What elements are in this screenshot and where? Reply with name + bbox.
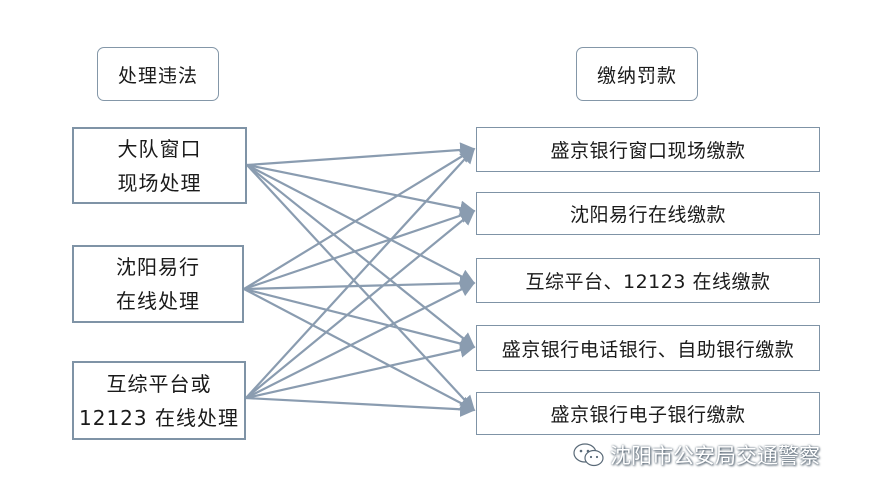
source-window-onsite: 大队窗口 现场处理 <box>72 127 247 204</box>
connector-arrow-2-3 <box>245 342 476 400</box>
connector-arrow-0-4 <box>246 164 476 412</box>
connector-arrow-1-0 <box>243 148 476 290</box>
connector-arrow-2-0 <box>245 147 476 399</box>
connector-arrow-1-3 <box>243 287 476 352</box>
connector-arrow-0-1 <box>246 163 476 216</box>
connector-arrow-0-0 <box>246 142 476 167</box>
target-e-banking: 盛京银行电子银行缴款 <box>476 392 820 435</box>
connector-arrow-1-2 <box>243 275 476 292</box>
source-line2: 在线处理 <box>116 289 200 313</box>
header-pay-fine: 缴纳罚款 <box>576 47 698 101</box>
header-left-label: 处理违法 <box>117 64 198 87</box>
target-bank-window: 盛京银行窗口现场缴款 <box>476 127 820 172</box>
connector-arrow-0-2 <box>246 164 476 284</box>
source-line1: 互综平台或 <box>106 371 212 396</box>
target-label: 盛京银行窗口现场缴款 <box>550 140 746 162</box>
source-line2: 12123 在线处理 <box>79 405 239 430</box>
header-right-label: 缴纳罚款 <box>596 64 677 87</box>
target-label: 沈阳易行在线缴款 <box>569 204 726 226</box>
connector-arrow-2-4 <box>245 396 476 417</box>
watermark-text: 沈阳市公安局交通警察 <box>610 444 820 468</box>
source-line1: 沈阳易行 <box>116 255 200 279</box>
source-line1: 大队窗口 <box>117 136 202 161</box>
connector-arrow-2-2 <box>245 282 476 399</box>
source-platform-12123: 互综平台或 12123 在线处理 <box>72 361 246 440</box>
source-yixing-online: 沈阳易行 在线处理 <box>72 245 244 323</box>
connector-arrow-2-1 <box>245 210 476 399</box>
target-label: 互综平台、12123 在线缴款 <box>525 271 771 293</box>
target-phone-self-service: 盛京银行电话银行、自助银行缴款 <box>476 325 820 371</box>
header-process-violation: 处理违法 <box>97 47 219 101</box>
watermark: 沈阳市公安局交通警察 <box>572 440 820 470</box>
connector-arrow-0-3 <box>246 164 476 348</box>
target-yixing-online: 沈阳易行在线缴款 <box>476 192 820 235</box>
connector-arrow-1-4 <box>243 288 476 411</box>
connector-arrow-1-1 <box>243 208 476 291</box>
source-line2: 现场处理 <box>117 170 202 195</box>
target-label: 盛京银行电子银行缴款 <box>550 404 746 426</box>
target-label: 盛京银行电话银行、自助银行缴款 <box>501 338 795 361</box>
target-platform-12123: 互综平台、12123 在线缴款 <box>476 258 820 303</box>
wechat-bubble-icon <box>573 443 604 467</box>
